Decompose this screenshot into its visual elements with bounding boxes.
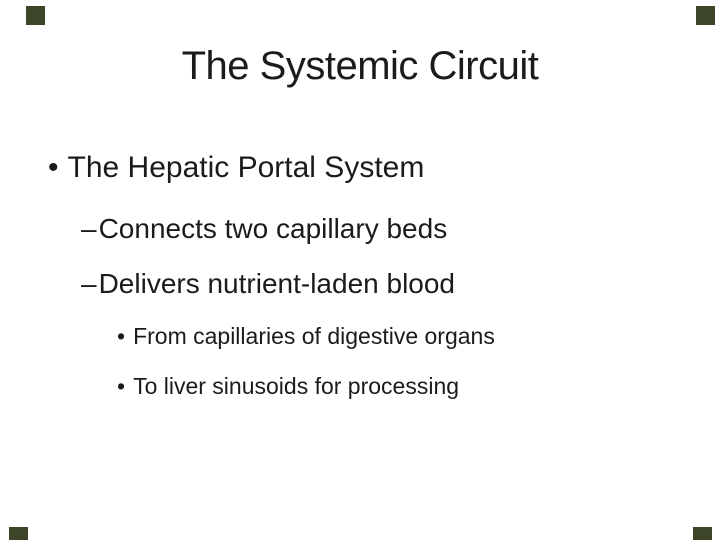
bullet-text: To liver sinusoids for processing bbox=[133, 373, 460, 399]
corner-accent-bottom-left bbox=[9, 527, 28, 540]
bullet-text: From capillaries of digestive organs bbox=[133, 323, 495, 349]
bullet-text: Connects two capillary beds bbox=[98, 213, 448, 244]
bullet-level3-from-capillaries: • From capillaries of digestive organs bbox=[117, 325, 495, 348]
dash-marker-icon: – bbox=[81, 213, 97, 244]
bullet-dot-icon: • bbox=[117, 323, 126, 349]
bullet-dot-icon: • bbox=[117, 373, 126, 399]
bullet-level2-connects-capillary-beds: –Connects two capillary beds bbox=[81, 215, 447, 243]
corner-accent-top-left bbox=[26, 6, 45, 25]
bullet-dot-icon: • bbox=[48, 151, 59, 184]
corner-accent-bottom-right bbox=[693, 527, 712, 540]
slide-title: The Systemic Circuit bbox=[181, 44, 539, 88]
bullet-text: Delivers nutrient-laden blood bbox=[98, 268, 456, 299]
bullet-text: The Hepatic Portal System bbox=[67, 151, 425, 184]
corner-accent-top-right bbox=[696, 6, 715, 25]
bullet-level2-delivers-nutrient-blood: –Delivers nutrient-laden blood bbox=[81, 270, 455, 298]
bullet-level3-to-liver-sinusoids: • To liver sinusoids for processing bbox=[117, 375, 459, 398]
dash-marker-icon: – bbox=[81, 268, 97, 299]
bullet-level1-hepatic-portal-system: •The Hepatic Portal System bbox=[48, 153, 424, 183]
